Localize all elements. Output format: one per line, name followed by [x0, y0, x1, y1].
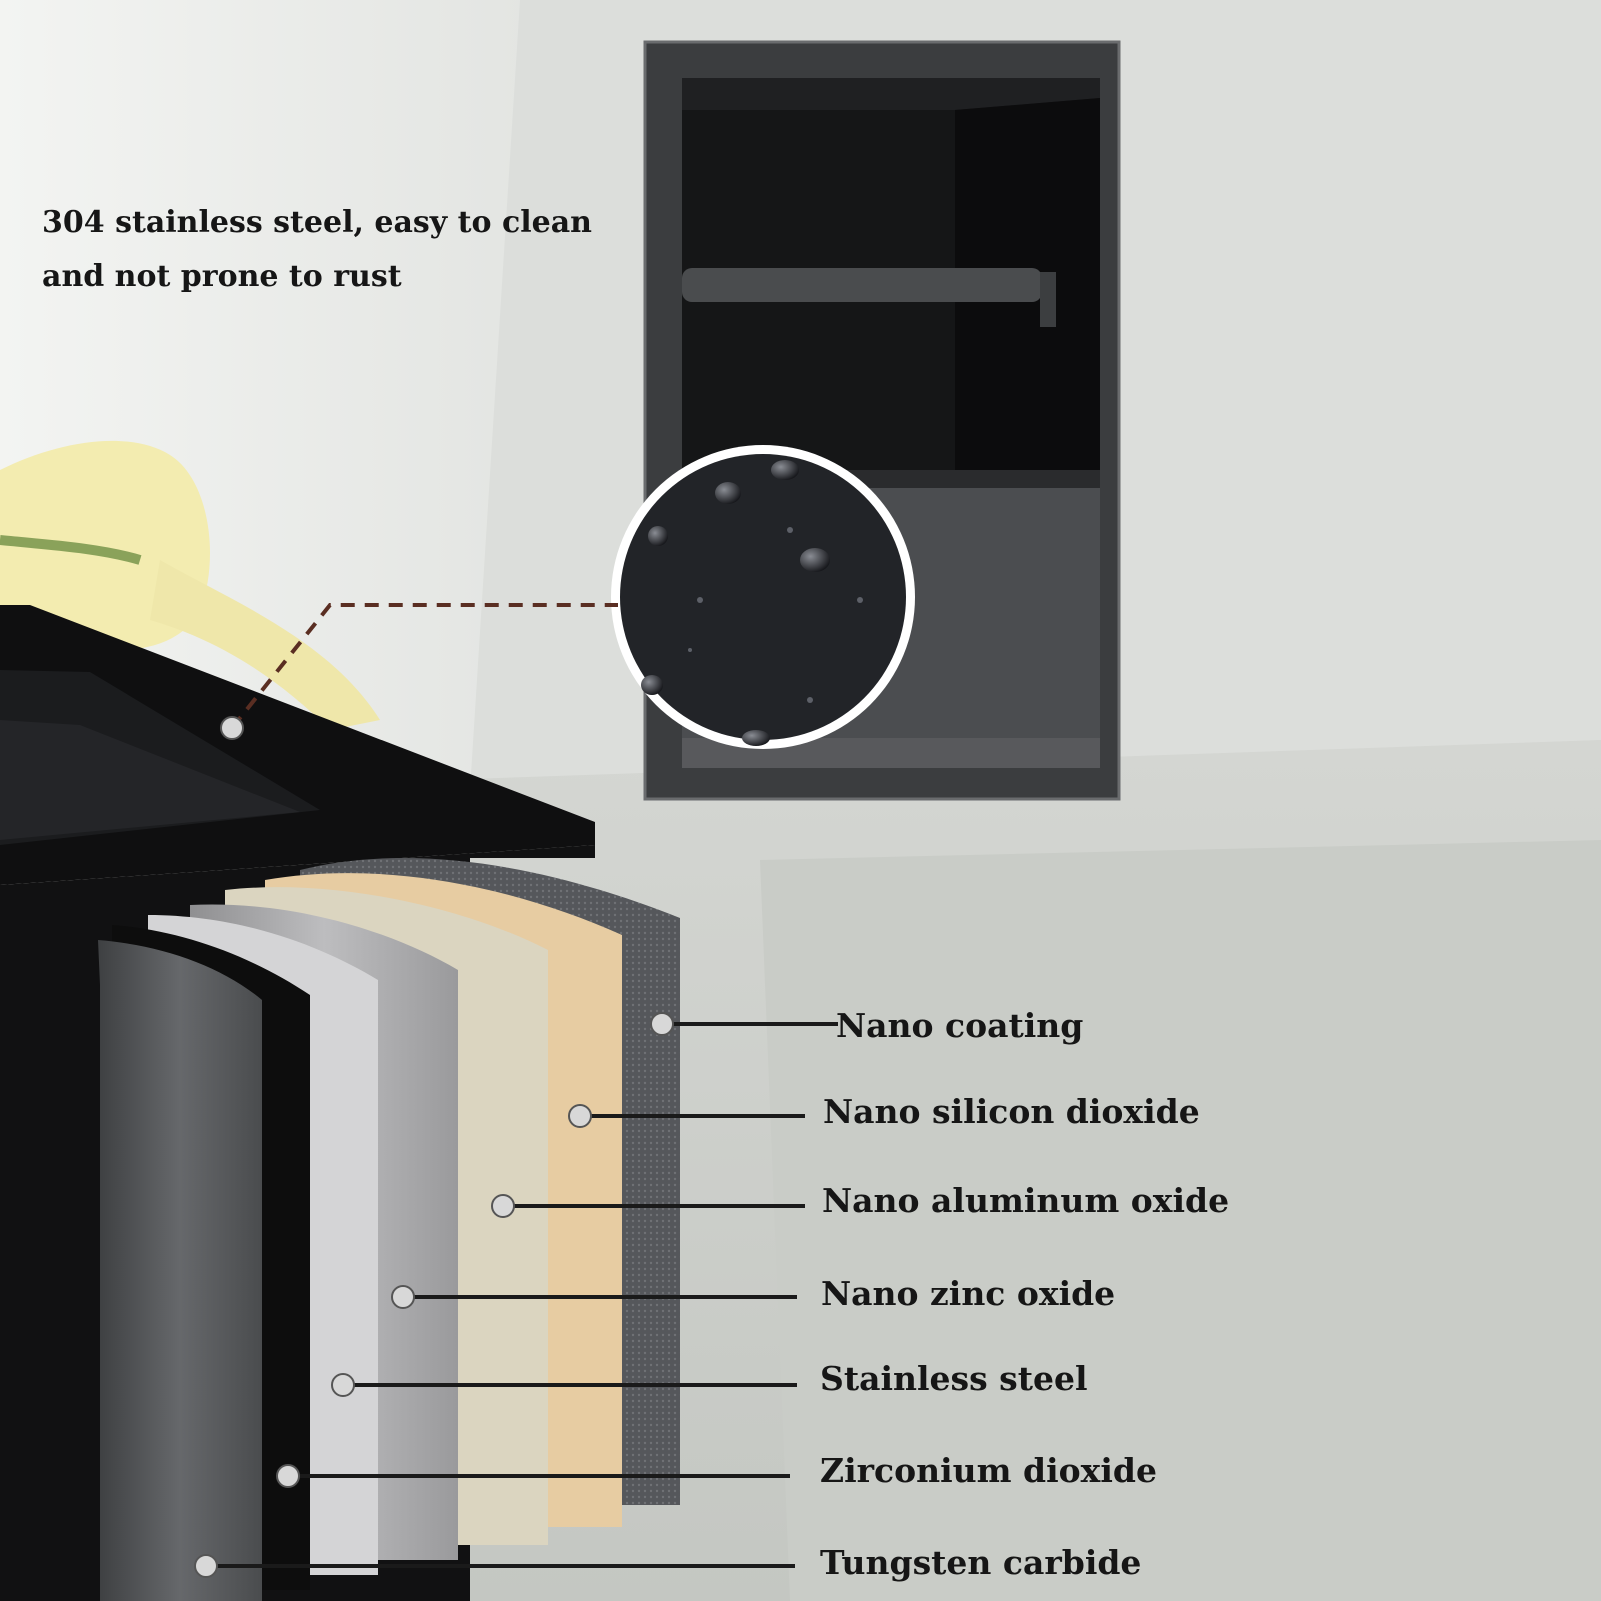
- layer-stainless-steel: [148, 915, 378, 1575]
- headline-line-2: and not prone to rust: [42, 259, 402, 294]
- layer-nano-aluminum-oxide: [225, 887, 548, 1545]
- counter-edge: [760, 840, 1601, 1601]
- flower-decoration: [0, 440, 380, 730]
- label-stainless-steel: Stainless steel: [820, 1359, 1088, 1398]
- label-nano-silicon-dioxide: Nano silicon dioxide: [823, 1092, 1200, 1131]
- headline-line-1: 304 stainless steel, easy to clean: [42, 205, 592, 240]
- headline: 304 stainless steel, easy to clean and n…: [42, 196, 592, 304]
- label-tungsten-carbide: Tungsten carbide: [820, 1543, 1142, 1582]
- layer-nano-zinc-oxide: [190, 904, 458, 1560]
- water-drop-zoom-circle: [611, 445, 915, 749]
- label-nano-aluminum-oxide: Nano aluminum oxide: [822, 1181, 1230, 1220]
- layer-nano-silicon-dioxide: [265, 873, 622, 1527]
- label-nano-coating: Nano coating: [836, 1006, 1084, 1045]
- label-zirconium-dioxide: Zirconium dioxide: [820, 1451, 1157, 1490]
- layer-callouts: [194, 1012, 838, 1578]
- material-layers: [98, 857, 680, 1601]
- paper-roll-bar: [682, 268, 1042, 302]
- layer-tungsten-carbide: [98, 940, 262, 1601]
- label-nano-zinc-oxide: Nano zinc oxide: [821, 1274, 1116, 1313]
- dashed-callout: [220, 603, 618, 740]
